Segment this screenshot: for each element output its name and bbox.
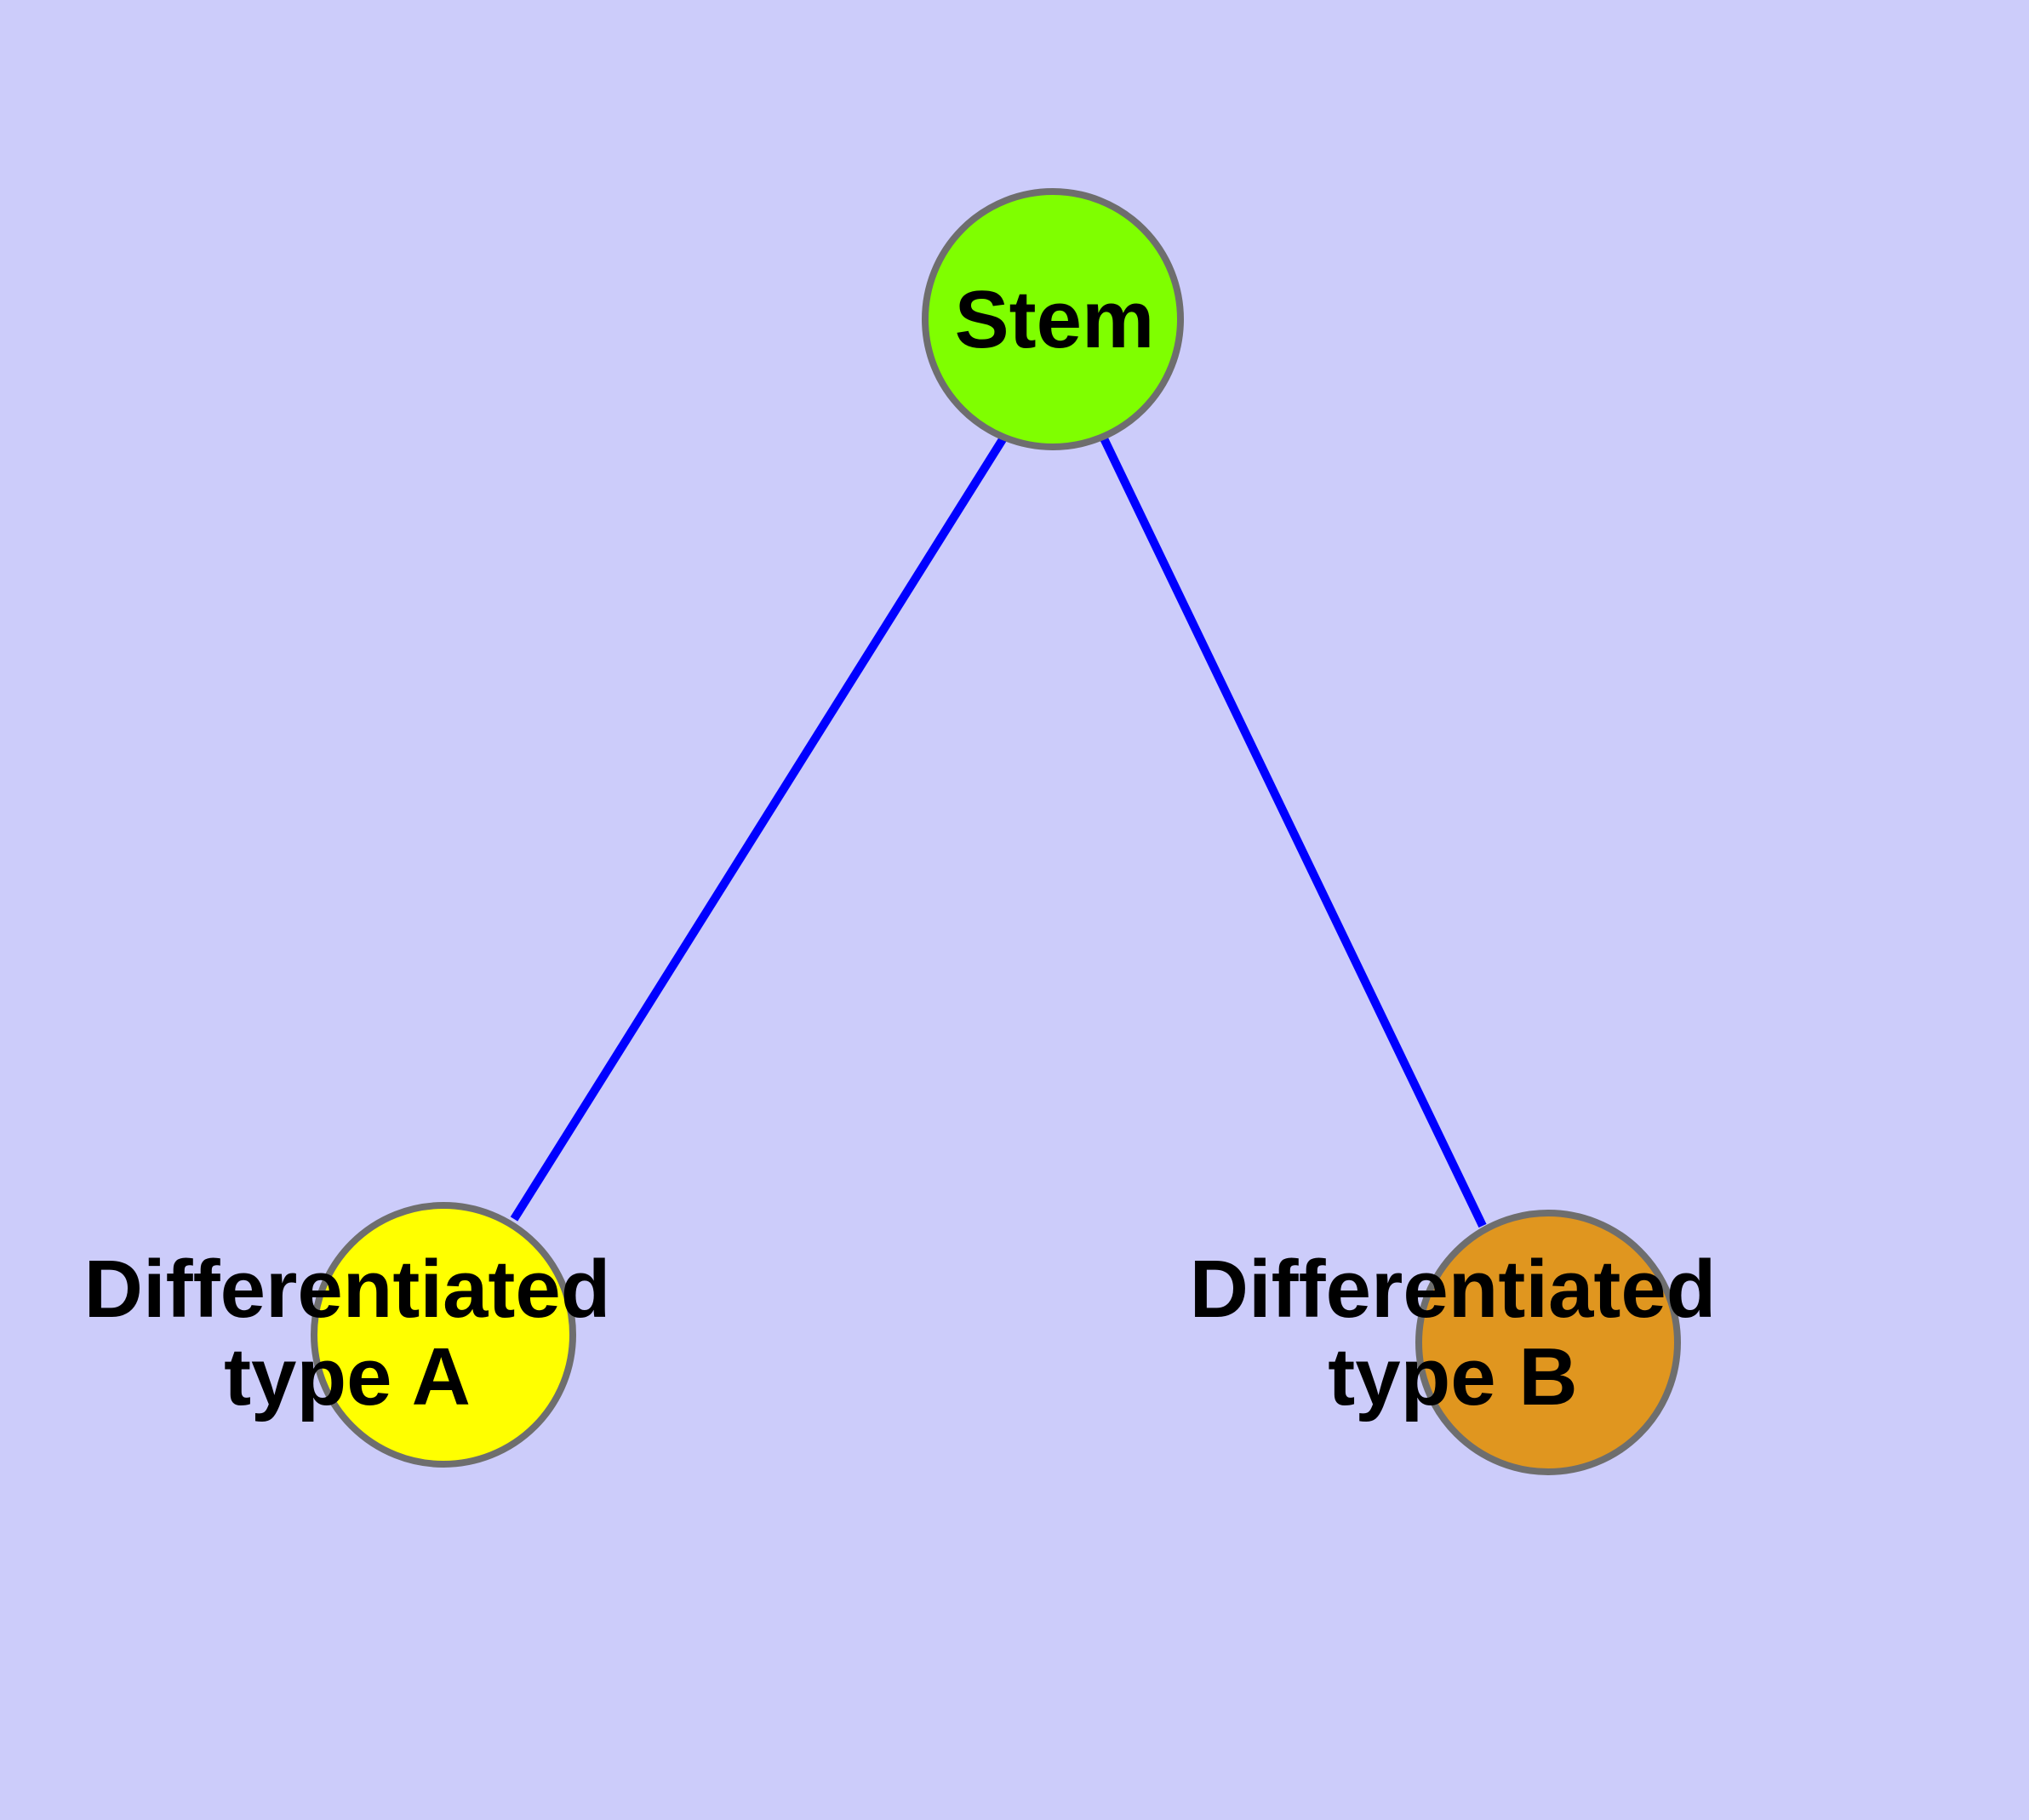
node-label-line: Differentiated: [84, 1244, 611, 1335]
node-label-line: type B: [1328, 1331, 1577, 1422]
node-stem[interactable]: [922, 188, 1184, 450]
node-diff_b[interactable]: [1415, 1210, 1681, 1475]
node-label-line: Stem: [955, 274, 1155, 365]
node-label-stem: Stem: [955, 274, 1155, 365]
node-label-line: type A: [224, 1331, 471, 1422]
edge-stem-to-diff-b: [1099, 434, 1487, 1228]
nodes-group: [311, 188, 1681, 1475]
edges-group: [510, 434, 1487, 1228]
node-diff_a[interactable]: [311, 1202, 576, 1468]
edge-stem-to-diff-a: [510, 434, 1009, 1222]
node-label-line: Differentiated: [1190, 1244, 1717, 1335]
